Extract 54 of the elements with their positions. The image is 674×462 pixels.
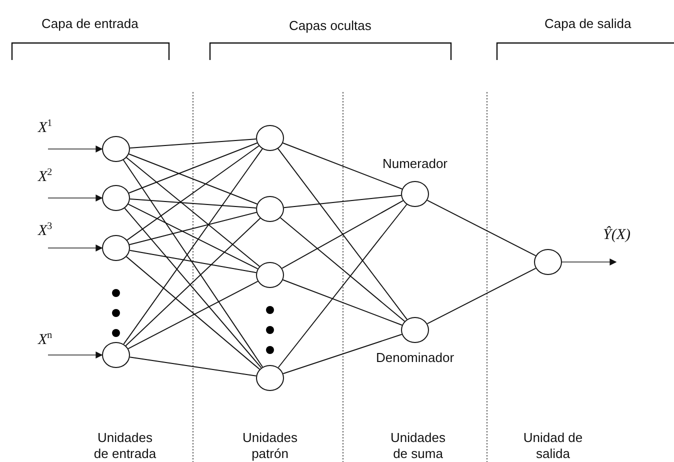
layer-heading: Capa de salida (544, 16, 632, 32)
connection-line (126, 256, 260, 370)
layer-caption: Unidades patrón (242, 430, 298, 462)
variable-label: X$^{1}$ (38, 118, 52, 138)
connection-line (125, 218, 261, 346)
connection-line (128, 154, 258, 204)
connection-line (130, 198, 256, 208)
neuron-circle (256, 365, 284, 391)
connection-line (282, 334, 402, 374)
neuron-circle (102, 235, 130, 261)
connection-line (123, 148, 263, 345)
connection-line (282, 142, 403, 190)
connection-line (124, 208, 262, 368)
connection-line (130, 138, 256, 148)
connection-line (283, 194, 402, 208)
layer-heading: Capas ocultas (289, 18, 372, 34)
layer-heading: Capa de entrada (42, 16, 138, 32)
connection-line (129, 212, 257, 246)
neuron-circle (102, 136, 130, 162)
arrow (48, 146, 103, 152)
connection-line (280, 217, 406, 322)
connection-line (426, 200, 536, 256)
connection-line (129, 356, 257, 376)
arrow (48, 244, 103, 252)
layer-caption: Unidades de suma (390, 430, 446, 462)
connection-line (282, 200, 404, 269)
connection-line (128, 204, 258, 270)
connection-line (129, 250, 257, 274)
connection-line (278, 148, 408, 320)
neuron-circle (534, 249, 562, 275)
node-label: Denominador (376, 350, 454, 365)
node-label: Numerador (382, 156, 448, 171)
arrow (562, 258, 617, 266)
connection-line (282, 279, 402, 326)
connection-line (426, 268, 536, 324)
variable-label: X$^{n}$ (38, 330, 52, 350)
arrow (48, 352, 103, 358)
neuron-circle (102, 342, 130, 368)
variable-label: X$^{3}$ (38, 221, 52, 241)
variable-label: X$^{2}$ (38, 167, 52, 187)
connection-line (128, 280, 258, 350)
neuron-circle (102, 185, 130, 211)
connection-line (128, 142, 258, 194)
layer-caption: Unidades de entrada (92, 430, 158, 462)
variable-label: Ŷ(X) (603, 226, 630, 245)
connection-line (278, 204, 408, 368)
neuron-circle (256, 125, 284, 151)
layer-caption: Unidad de salida (522, 430, 584, 462)
neuron-circle (256, 262, 284, 288)
neuron-circle (256, 196, 284, 222)
connection-line (122, 160, 264, 368)
connection-line (126, 157, 260, 267)
arrow (48, 194, 103, 202)
connection-line (126, 145, 260, 241)
